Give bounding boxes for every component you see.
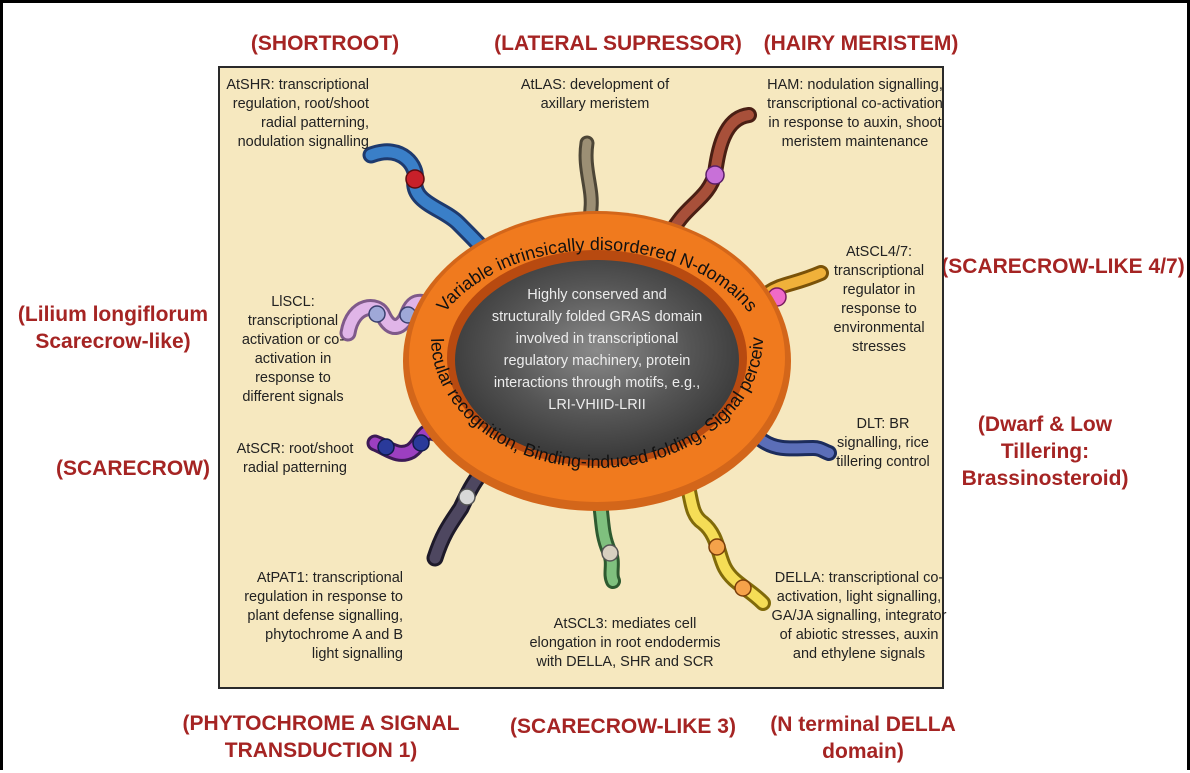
core-line-3: involved in transcriptional bbox=[516, 331, 679, 347]
desc-liscl-line: activation or co- bbox=[242, 331, 344, 350]
desc-atshr-line: AtSHR: transcriptional bbox=[226, 76, 369, 95]
desc-atscl47: AtSCL4/7: transcriptional regulator in r… bbox=[833, 243, 924, 357]
desc-atscl3-line: AtSCL3: mediates cell bbox=[529, 615, 720, 634]
desc-atscr-line: AtSCR: root/shoot bbox=[237, 440, 354, 459]
desc-atshr-line: radial patterning, bbox=[226, 114, 369, 133]
desc-atlas-line: axillary meristem bbox=[521, 95, 669, 114]
desc-atscl47-line: stresses bbox=[833, 338, 924, 357]
strand-della bbox=[683, 473, 763, 603]
desc-atshr-line: nodulation signalling bbox=[226, 133, 369, 152]
desc-atpat1-line: plant defense signalling, bbox=[244, 607, 403, 626]
desc-atscl47-line: AtSCL4/7: bbox=[833, 243, 924, 262]
desc-atscl3-line: elongation in root endodermis bbox=[529, 634, 720, 653]
desc-atpat1-line: phytochrome A and B bbox=[244, 626, 403, 645]
desc-ham: HAM: nodulation signalling, transcriptio… bbox=[767, 76, 943, 152]
desc-liscl-line: response to bbox=[242, 369, 344, 388]
desc-atscl47-line: response to bbox=[833, 300, 924, 319]
desc-della-line: DELLA: transcriptional co- bbox=[772, 569, 947, 588]
desc-della-line: activation, light signalling, bbox=[772, 588, 947, 607]
desc-atscr: AtSCR: root/shoot radial patterning bbox=[237, 440, 354, 478]
desc-dlt-line: tillering control bbox=[836, 453, 930, 472]
desc-atpat1-line: regulation in response to bbox=[244, 588, 403, 607]
desc-dlt: DLT: BR signalling, rice tillering contr… bbox=[836, 415, 930, 472]
desc-ham-line: HAM: nodulation signalling, bbox=[767, 76, 943, 95]
desc-ham-line: in response to auxin, shoot bbox=[767, 114, 943, 133]
desc-atlas: AtLAS: development of axillary meristem bbox=[521, 76, 669, 114]
desc-atscr-line: radial patterning bbox=[237, 459, 354, 478]
desc-ham-line: meristem maintenance bbox=[767, 133, 943, 152]
desc-atscl3-line: with DELLA, SHR and SCR bbox=[529, 653, 720, 672]
core-line-4: regulatory machinery, protein bbox=[504, 353, 691, 369]
core-line-2: structurally folded GRAS domain bbox=[492, 309, 702, 325]
desc-della: DELLA: transcriptional co- activation, l… bbox=[772, 569, 947, 664]
desc-ham-line: transcriptional co-activation bbox=[767, 95, 943, 114]
desc-liscl-line: activation in bbox=[242, 350, 344, 369]
desc-atscl47-line: environmental bbox=[833, 319, 924, 338]
desc-liscl-line: LlSCL: bbox=[242, 293, 344, 312]
desc-atscl47-line: regulator in bbox=[833, 281, 924, 300]
desc-dlt-line: DLT: BR bbox=[836, 415, 930, 434]
desc-liscl: LlSCL: transcriptional activation or co-… bbox=[242, 293, 344, 407]
desc-della-line: GA/JA signalling, integrator bbox=[772, 607, 947, 626]
core-line-1: Highly conserved and bbox=[527, 287, 666, 303]
desc-della-line: of abiotic stresses, auxin bbox=[772, 626, 947, 645]
desc-liscl-line: transcriptional bbox=[242, 312, 344, 331]
desc-dlt-line: signalling, rice bbox=[836, 434, 930, 453]
core-line-5: interactions through motifs, e.g., bbox=[494, 375, 700, 391]
desc-atscl47-line: transcriptional bbox=[833, 262, 924, 281]
desc-atscl3: AtSCL3: mediates cell elongation in root… bbox=[529, 615, 720, 672]
desc-atshr: AtSHR: transcriptional regulation, root/… bbox=[226, 76, 369, 152]
desc-atpat1: AtPAT1: transcriptional regulation in re… bbox=[244, 569, 403, 664]
core-line-6: LRI-VHIID-LRII bbox=[548, 397, 646, 413]
desc-atlas-line: AtLAS: development of bbox=[521, 76, 669, 95]
desc-atpat1-line: AtPAT1: transcriptional bbox=[244, 569, 403, 588]
desc-della-line: and ethylene signals bbox=[772, 645, 947, 664]
desc-atpat1-line: light signalling bbox=[244, 645, 403, 664]
desc-liscl-line: different signals bbox=[242, 388, 344, 407]
desc-atshr-line: regulation, root/shoot bbox=[226, 95, 369, 114]
